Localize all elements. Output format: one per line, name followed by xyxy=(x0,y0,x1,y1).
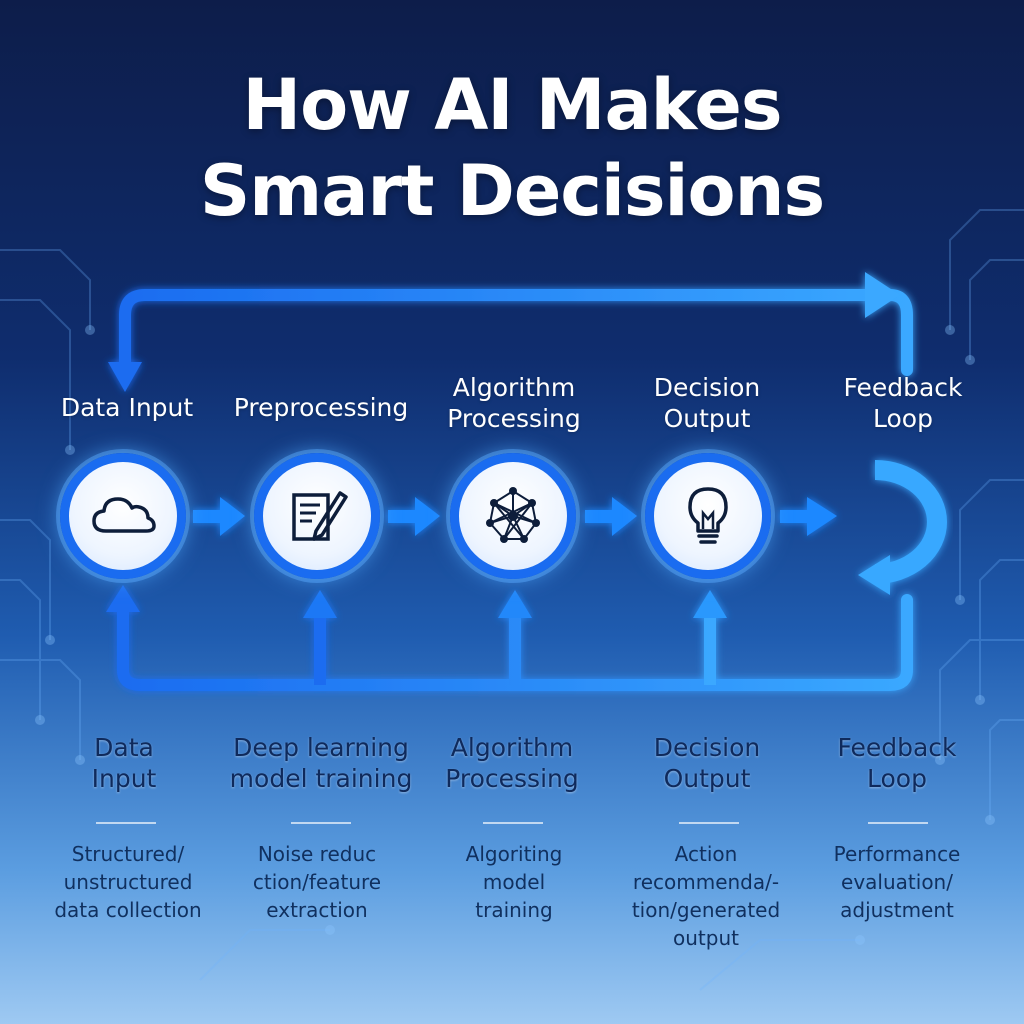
desc-line: data collection xyxy=(54,898,202,922)
top-label-algorithm-processing: Algorithm Processing xyxy=(414,372,614,434)
top-label-line: Processing xyxy=(447,404,581,433)
mid-label-algorithm-processing: Algorithm Processing xyxy=(412,732,612,794)
desc-decision-output: Action recommenda/- tion/generated outpu… xyxy=(606,840,806,952)
desc-line: Action xyxy=(674,842,738,866)
edit-document-icon xyxy=(292,491,348,541)
desc-line: Noise reduc xyxy=(257,842,377,866)
divider xyxy=(291,822,351,824)
mid-label-line: Decision xyxy=(653,733,761,762)
mid-label-line: model training xyxy=(229,764,413,793)
top-loop-arrow xyxy=(108,272,913,392)
node-data-input xyxy=(60,453,186,579)
mid-label-line: Feedback xyxy=(837,733,957,762)
mid-label-line: Output xyxy=(663,764,751,793)
desc-preprocessing: Noise reduc ction/feature extraction xyxy=(217,840,417,924)
desc-line: Performance xyxy=(833,842,961,866)
mid-label-decision-output: Decision Output xyxy=(607,732,807,794)
arrow-1-2 xyxy=(193,497,245,536)
mid-label-data-input: Data Input xyxy=(24,732,224,794)
desc-algorithm-processing: Algoriting model training xyxy=(414,840,614,924)
top-label-line: Loop xyxy=(873,404,933,433)
desc-line: Structured/ xyxy=(71,842,185,866)
bottom-feedback-bracket xyxy=(106,585,913,691)
mid-label-line: Input xyxy=(91,764,157,793)
desc-line: unstructured xyxy=(63,870,193,894)
mid-label-line: Data xyxy=(94,733,154,762)
neural-network-icon xyxy=(486,487,540,543)
top-label-feedback-loop: Feedback Loop xyxy=(803,372,1003,434)
desc-line: evaluation/ xyxy=(841,870,953,894)
arrow-2-3 xyxy=(388,497,440,536)
desc-data-input: Structured/ unstructured data collection xyxy=(28,840,228,924)
desc-line: output xyxy=(673,926,739,950)
top-label-line: Decision xyxy=(653,373,761,402)
page-title: How AI Makes Smart Decisions xyxy=(0,62,1024,234)
divider xyxy=(96,822,156,824)
mid-label-line: Algorithm xyxy=(450,733,574,762)
desc-line: tion/generated xyxy=(631,898,781,922)
desc-line: ction/feature xyxy=(252,870,382,894)
mid-label-line: Loop xyxy=(867,764,927,793)
flow-arrows xyxy=(193,497,837,536)
divider xyxy=(483,822,543,824)
desc-line: adjustment xyxy=(840,898,954,922)
lightbulb-icon xyxy=(688,487,728,544)
title-line-1: How AI Makes xyxy=(242,64,782,146)
desc-line: model xyxy=(482,870,546,894)
divider xyxy=(679,822,739,824)
arrow-3-4 xyxy=(585,497,637,536)
mid-label-preprocessing: Deep learning model training xyxy=(221,732,421,794)
divider xyxy=(868,822,928,824)
desc-line: extraction xyxy=(266,898,368,922)
top-label-line: Feedback xyxy=(843,373,963,402)
desc-line: Algoriting xyxy=(465,842,563,866)
mid-label-feedback-loop: Feedback Loop xyxy=(797,732,997,794)
cloud-icon xyxy=(92,497,156,533)
top-label-line: Algorithm xyxy=(452,373,576,402)
title-line-2: Smart Decisions xyxy=(199,150,825,232)
arrow-4-5 xyxy=(780,497,837,536)
loop-arrow-icon xyxy=(858,460,947,595)
top-label-line: Output xyxy=(663,404,751,433)
desc-feedback-loop: Performance evaluation/ adjustment xyxy=(797,840,997,924)
node-decision-output xyxy=(645,453,771,579)
node-preprocessing xyxy=(254,453,380,579)
desc-line: training xyxy=(475,898,553,922)
mid-label-line: Processing xyxy=(445,764,579,793)
top-label-data-input: Data Input xyxy=(60,393,194,422)
top-label-preprocessing: Preprocessing xyxy=(233,393,409,422)
mid-label-line: Deep learning xyxy=(233,733,409,762)
top-label-decision-output: Decision Output xyxy=(607,372,807,434)
desc-line: recommenda/- xyxy=(632,870,780,894)
node-algorithm-processing xyxy=(450,453,576,579)
